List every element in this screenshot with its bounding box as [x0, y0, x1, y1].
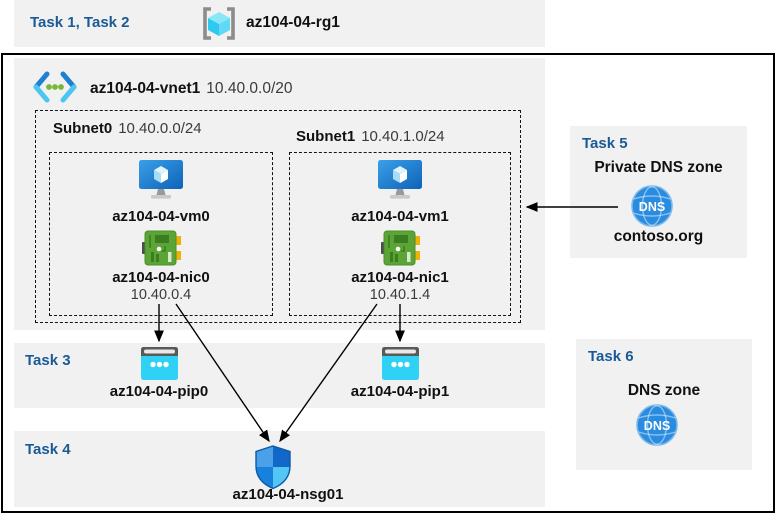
- network-interface-icon: [380, 230, 420, 266]
- subnet0-name: Subnet0: [53, 120, 113, 137]
- virtual-network-icon: [33, 71, 77, 103]
- subnet1-label: Subnet1 10.40.1.0/24: [296, 128, 445, 146]
- dns-zone-icon: DNS: [631, 185, 673, 227]
- network-security-group-icon: [255, 445, 291, 490]
- vnet-name: az104-04-vnet1: [90, 80, 201, 97]
- vnet-panel: az104-04-vnet1 10.40.0.0/20 Subnet0 10.40.…: [14, 58, 545, 330]
- dns-zone-icon: DNS: [636, 404, 678, 446]
- task-6-panel: Task 6 DNS zone DNS: [576, 339, 752, 470]
- pip1-name: az104-04-pip1: [350, 383, 450, 400]
- subnet1-box: az104-04-vm1 az104-04-nic1 10.40.1.4: [289, 152, 511, 316]
- network-interface-icon: [141, 230, 181, 266]
- vnet-title: az104-04-vnet1 10.40.0.0/20: [90, 80, 293, 98]
- pip0-group: az104-04-pip0: [79, 347, 239, 400]
- public-ip-icon: [140, 347, 178, 380]
- virtual-machine-icon: [378, 160, 422, 199]
- task-3-panel: Task 3 az104-04-pip0 az104-04-pip1: [14, 343, 545, 408]
- subnet1-name: Subnet1: [296, 128, 356, 145]
- dns-icon-text: DNS: [639, 200, 665, 214]
- nic0-name: az104-04-nic0: [112, 269, 210, 286]
- nic1-name: az104-04-nic1: [351, 269, 449, 286]
- vnet-cidr: 10.40.0.0/20: [206, 80, 293, 97]
- diagram-border-box: [1, 53, 775, 513]
- vm0-name: az104-04-vm0: [112, 208, 210, 225]
- dns-zone-title: DNS zone: [627, 382, 701, 399]
- task-5-panel: Task 5 Private DNS zone DNS contoso.org: [570, 126, 747, 258]
- subnets-container: Subnet0 10.40.0.0/24 az104-04-vm0: [35, 110, 521, 323]
- task-3-label: Task 3: [25, 352, 71, 369]
- subnet0-cidr: 10.40.0.0/24: [118, 120, 202, 137]
- nsg-name: az104-04-nsg01: [232, 486, 344, 503]
- task-4-label: Task 4: [25, 441, 71, 458]
- nic1-ip: 10.40.1.4: [369, 287, 431, 303]
- pip0-name: az104-04-pip0: [109, 383, 209, 400]
- public-ip-icon: [381, 347, 419, 380]
- dns-icon-text: DNS: [644, 419, 670, 433]
- subnet0-box: az104-04-vm0 az104-04-nic0 10.40.0.4: [49, 152, 273, 316]
- task-1-2-panel: Task 1, Task 2 az104-04-rg1: [14, 0, 545, 47]
- resource-group-icon: [203, 7, 235, 40]
- pip1-group: az104-04-pip1: [320, 347, 480, 400]
- vm1-name: az104-04-vm1: [351, 208, 449, 225]
- task-5-label: Task 5: [582, 135, 628, 152]
- task-6-label: Task 6: [588, 348, 634, 365]
- private-dns-zone-name: contoso.org: [613, 228, 704, 245]
- subnet1-cidr: 10.40.1.0/24: [361, 128, 445, 145]
- virtual-machine-icon: [139, 160, 183, 199]
- nic0-ip: 10.40.0.4: [130, 287, 192, 303]
- resource-group-name: az104-04-rg1: [246, 14, 340, 31]
- task-1-2-label: Task 1, Task 2: [30, 14, 130, 31]
- task-4-panel: Task 4 az104-04-nsg01: [14, 431, 545, 507]
- subnet0-label: Subnet0 10.40.0.0/24: [53, 120, 202, 138]
- private-dns-zone-title: Private DNS zone: [594, 159, 723, 176]
